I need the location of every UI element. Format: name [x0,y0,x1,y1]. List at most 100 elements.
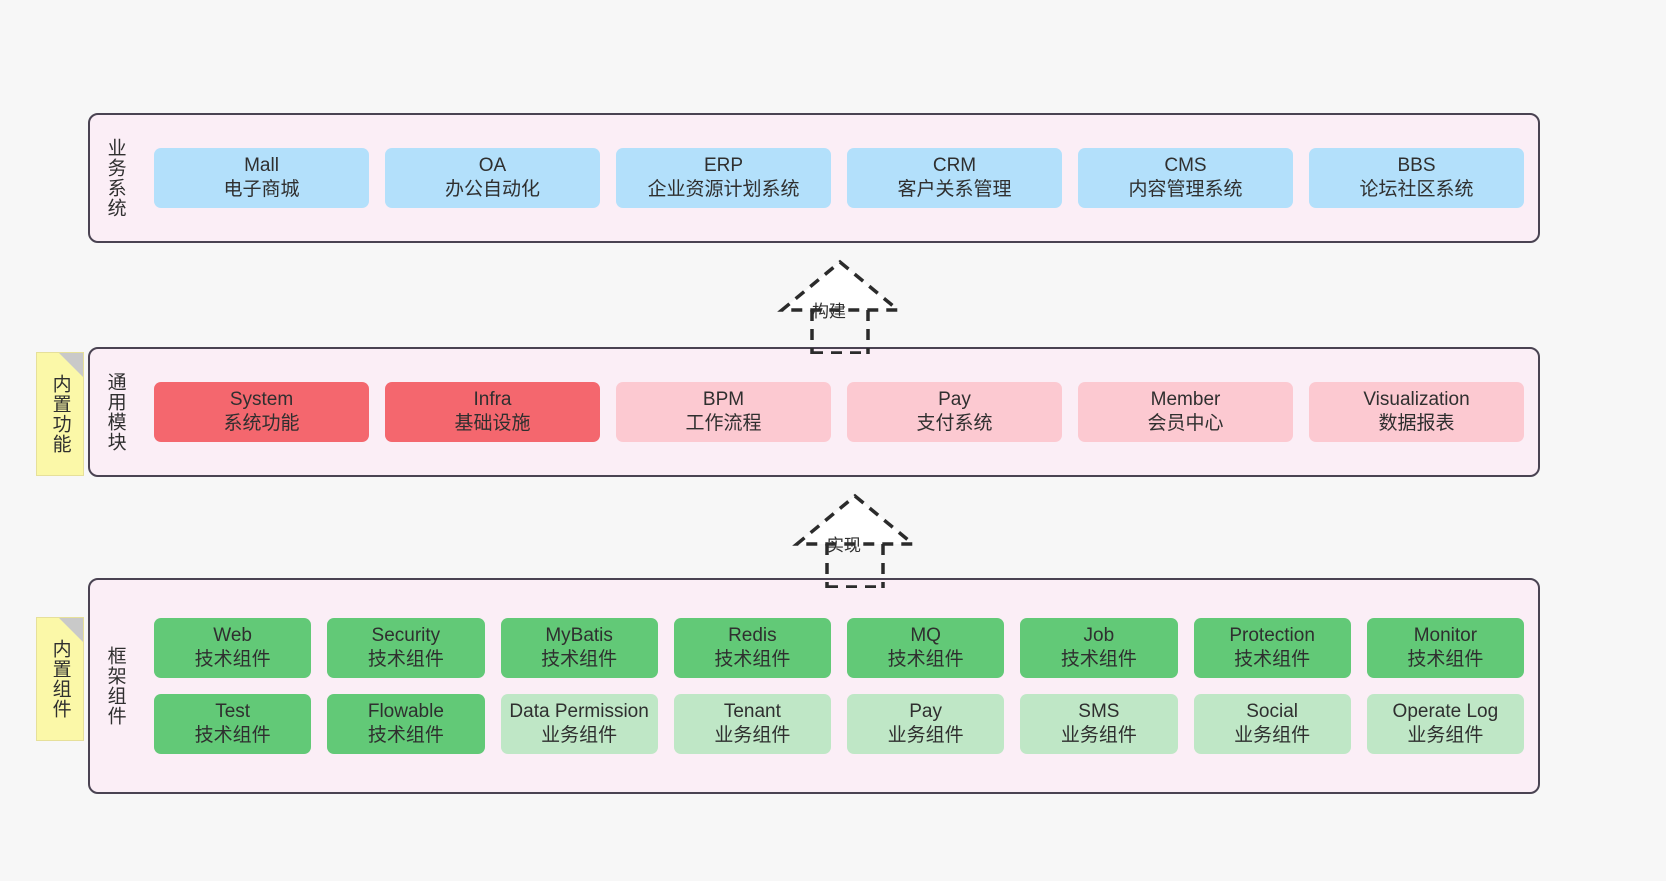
module-desc: 电子商城 [223,179,300,200]
component-desc: 业务组件 [714,724,791,746]
component-card-data-permission[interactable]: Data Permission 业务组件 [500,694,658,754]
module-card-mall[interactable]: Mall 电子商城 [154,148,369,208]
module-name: CRM [932,155,977,177]
component-desc: 技术组件 [714,649,791,671]
module-desc: 内容管理系统 [1128,179,1243,200]
component-desc: 技术组件 [367,649,444,671]
component-card-mq[interactable]: MQ 技术组件 [847,618,1005,678]
module-card-member[interactable]: Member 会员中心 [1078,382,1293,442]
component-name: Protection [1229,625,1315,647]
module-desc: 支付系统 [916,413,993,434]
component-desc: 技术组件 [887,649,964,671]
connector-build-label: 构建 [812,302,846,321]
component-desc: 技术组件 [367,724,444,746]
module-card-crm[interactable]: CRM 客户关系管理 [847,148,1062,208]
module-card-visualization[interactable]: Visualization 数据报表 [1309,382,1524,442]
layer-framework-components: 框架组件 Web 技术组件 Security 技术组件 MyBatis 技术组件… [88,578,1540,794]
connector-build-glyph [777,259,903,355]
component-desc: 技术组件 [1060,649,1137,671]
layer-title-common-modules: 通用模块 [104,372,126,452]
sticky-note-builtin-features: 内置功能 [36,352,84,476]
module-name: System [229,389,294,411]
layer-row: Test 技术组件 Flowable 技术组件 Data Permission … [154,694,1524,754]
sticky-note-builtin-components: 内置组件 [36,617,84,741]
component-desc: 业务组件 [1407,724,1484,746]
component-desc: 技术组件 [1234,649,1311,671]
component-desc: 业务组件 [1060,724,1137,746]
layer-title-business-systems: 业务系统 [104,138,126,218]
component-desc: 技术组件 [194,724,271,746]
module-desc: 工作流程 [685,413,762,434]
connector-implement-glyph [792,493,918,589]
component-card-security[interactable]: Security 技术组件 [327,618,485,678]
component-name: SMS [1078,701,1120,722]
module-card-pay[interactable]: Pay 支付系统 [847,382,1062,442]
component-name: Job [1083,625,1115,647]
module-card-infra[interactable]: Infra 基础设施 [385,382,600,442]
module-name: BBS [1397,155,1436,177]
module-name: ERP [703,155,744,177]
module-name: Infra [473,389,512,411]
component-name: Tenant [723,701,781,722]
component-desc: 业务组件 [541,724,618,746]
component-card-pay[interactable]: Pay 业务组件 [847,694,1005,754]
component-card-social[interactable]: Social 业务组件 [1193,694,1351,754]
module-card-erp[interactable]: ERP 企业资源计划系统 [616,148,831,208]
module-card-bpm[interactable]: BPM 工作流程 [616,382,831,442]
module-name: CMS [1164,155,1207,177]
module-desc: 办公自动化 [444,179,540,200]
component-card-monitor[interactable]: Monitor 技术组件 [1366,618,1524,678]
module-name: Visualization [1363,389,1470,411]
layer-common-modules: 通用模块 System 系统功能 Infra 基础设施 BPM 工作流程 Pay… [88,347,1540,477]
connector-build: 构建 [750,258,930,355]
module-desc: 企业资源计划系统 [647,179,800,200]
component-card-operate-log[interactable]: Operate Log 业务组件 [1366,694,1524,754]
module-card-bbs[interactable]: BBS 论坛社区系统 [1309,148,1524,208]
component-name: MQ [910,625,941,647]
component-desc: 业务组件 [887,724,964,746]
module-desc: 系统功能 [223,413,300,434]
module-card-oa[interactable]: OA 办公自动化 [385,148,600,208]
layer-row: Web 技术组件 Security 技术组件 MyBatis 技术组件 Redi… [154,618,1524,678]
sticky-note-label: 内置功能 [49,374,71,454]
component-card-protection[interactable]: Protection 技术组件 [1193,618,1351,678]
component-card-tenant[interactable]: Tenant 业务组件 [673,694,831,754]
layer-row: Mall 电子商城 OA 办公自动化 ERP 企业资源计划系统 CRM 客户关系… [154,148,1524,208]
layer-body-common-modules: System 系统功能 Infra 基础设施 BPM 工作流程 Pay 支付系统… [140,349,1538,475]
module-card-cms[interactable]: CMS 内容管理系统 [1078,148,1293,208]
module-name: Pay [938,389,971,411]
component-name: Pay [909,701,942,722]
component-name: Security [371,625,441,647]
layer-body-framework-components: Web 技术组件 Security 技术组件 MyBatis 技术组件 Redi… [140,580,1538,792]
module-card-system[interactable]: System 系统功能 [154,382,369,442]
component-card-mybatis[interactable]: MyBatis 技术组件 [500,618,658,678]
component-desc: 技术组件 [541,649,618,671]
component-card-test[interactable]: Test 技术组件 [154,694,312,754]
note-fold-icon [59,353,83,377]
component-name: Web [213,625,252,647]
module-name: BPM [702,389,745,411]
component-card-web[interactable]: Web 技术组件 [154,618,312,678]
component-card-sms[interactable]: SMS 业务组件 [1020,694,1178,754]
connector-implement-label: 实现 [827,536,861,555]
layer-body-business-systems: Mall 电子商城 OA 办公自动化 ERP 企业资源计划系统 CRM 客户关系… [140,115,1538,241]
component-card-job[interactable]: Job 技术组件 [1020,618,1178,678]
component-name: Operate Log [1392,701,1499,722]
component-name: Social [1246,701,1298,722]
module-name: Mall [244,155,279,177]
module-desc: 基础设施 [454,413,531,434]
component-name: MyBatis [545,625,613,647]
module-desc: 客户关系管理 [897,179,1012,200]
component-name: Redis [728,625,777,647]
component-name: Flowable [367,701,444,722]
component-desc: 业务组件 [1234,724,1311,746]
module-desc: 会员中心 [1147,413,1224,434]
component-card-redis[interactable]: Redis 技术组件 [673,618,831,678]
component-name: Test [215,701,251,722]
component-name: Data Permission [509,701,649,722]
layer-title-framework-components: 框架组件 [104,646,126,726]
connector-implement: 实现 [765,492,945,589]
component-card-flowable[interactable]: Flowable 技术组件 [327,694,485,754]
note-fold-icon [59,618,83,642]
layer-row: System 系统功能 Infra 基础设施 BPM 工作流程 Pay 支付系统… [154,382,1524,442]
